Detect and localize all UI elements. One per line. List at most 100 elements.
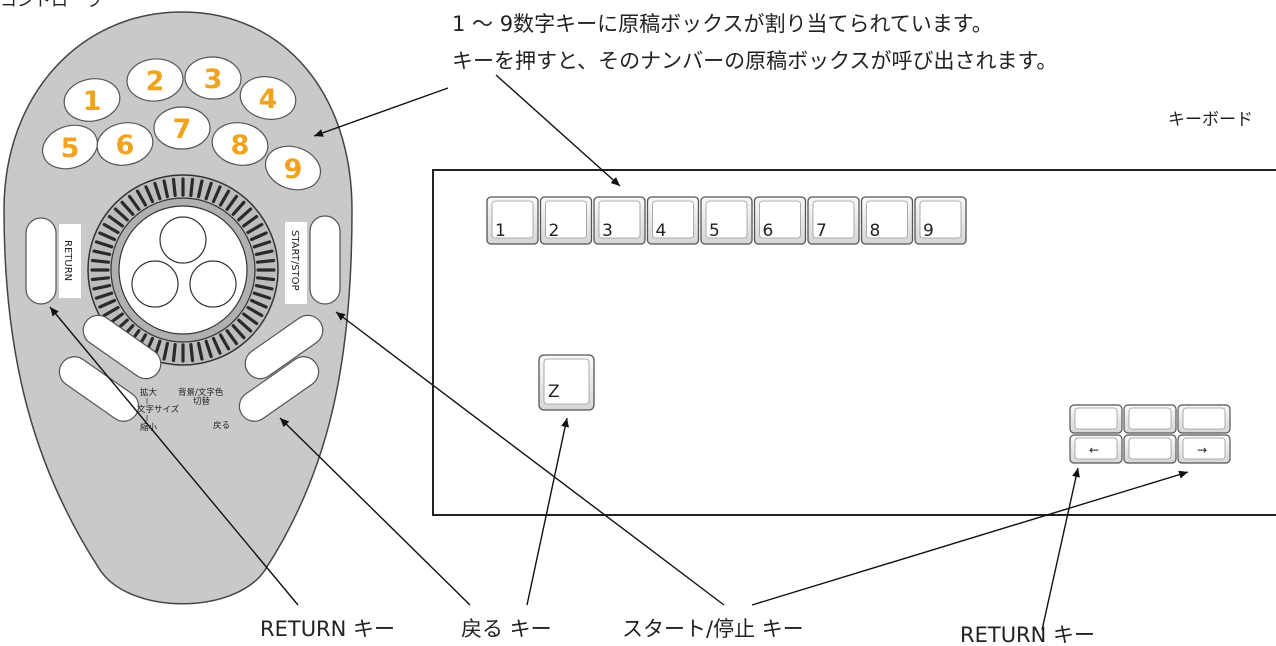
- color-switch-button[interactable]: [239, 309, 328, 384]
- dial-tick: [102, 305, 120, 318]
- controller-number-key-2[interactable]: 2: [125, 57, 184, 104]
- dial-tick: [90, 276, 111, 282]
- dial-tick: [196, 341, 204, 361]
- keyboard-number-key-9[interactable]: 9: [914, 196, 967, 245]
- key-face: [866, 200, 908, 239]
- return-side-label-box: [59, 224, 81, 298]
- keyboard-right-arrow-key[interactable]: →: [1177, 434, 1231, 464]
- number-key-oval: [63, 78, 121, 122]
- controller-number-key-1[interactable]: 1: [61, 74, 123, 125]
- keyboard-number-key-label: 8: [870, 221, 881, 241]
- arrow-desc-to-controller: [313, 87, 449, 137]
- label-back: 戻る: [213, 420, 230, 431]
- controller-number-key-8[interactable]: 8: [209, 118, 271, 169]
- keyboard-cluster-key-top-right[interactable]: [1177, 404, 1231, 434]
- controller-number-key-3[interactable]: 3: [184, 56, 242, 101]
- jog-dial-center-button-right[interactable]: [189, 260, 237, 308]
- number-key-oval: [264, 145, 322, 191]
- controller-number-label: 9: [284, 154, 303, 185]
- controller-number-key-7[interactable]: 7: [153, 106, 211, 150]
- number-key-oval: [126, 58, 184, 102]
- dial-tick: [225, 194, 239, 211]
- dial-tick: [135, 189, 148, 207]
- bottom-label-return-left: RETURN キー: [260, 617, 395, 641]
- keyboard-number-key-1[interactable]: 1: [486, 196, 539, 245]
- controller-number-label: 6: [116, 130, 135, 161]
- dial-tick: [92, 283, 112, 291]
- dial-tick: [254, 249, 274, 257]
- jog-dial-center-button-left[interactable]: [131, 260, 179, 308]
- controller-number-key-9[interactable]: 9: [260, 139, 326, 196]
- arrow-start-stop-to-keyboard: [751, 470, 1189, 606]
- dial-tick: [153, 181, 162, 201]
- key-face: [491, 200, 534, 239]
- keyboard-cluster-key-top-middle[interactable]: [1123, 404, 1177, 434]
- keyboard-number-key-3[interactable]: 3: [593, 196, 646, 245]
- keyboard-z-key[interactable]: Z: [538, 354, 595, 411]
- dial-tick: [246, 222, 264, 235]
- label-text-size: 文字サイズ: [137, 404, 180, 415]
- left-arrow-icon: ←: [1089, 443, 1099, 457]
- callout-arrows: [49, 74, 1189, 631]
- dial-tick: [231, 324, 246, 340]
- arrow-back-to-controller: [279, 417, 471, 606]
- controller-number-label: 4: [259, 84, 278, 115]
- number-key-oval: [211, 122, 269, 166]
- bottom-label-start-stop: スタート/停止 キー: [622, 617, 804, 641]
- dial-tick: [218, 333, 231, 351]
- keyboard-left-arrow-key[interactable]: ←: [1069, 434, 1123, 464]
- controller-number-key-5[interactable]: 5: [37, 118, 103, 175]
- dial-tick: [237, 207, 253, 222]
- controller-number-label: 8: [231, 130, 250, 161]
- dial-tick: [162, 179, 170, 199]
- keyboard-arrow-cluster: ← →: [1069, 404, 1231, 464]
- keyboard-number-key-label: 7: [816, 221, 827, 241]
- key-face: [705, 200, 748, 239]
- keyboard-down-key[interactable]: [1123, 434, 1177, 464]
- label-enlarge: 拡大: [140, 387, 158, 398]
- arrow-back-to-z-key: [526, 417, 570, 606]
- keyboard-number-key-label: 3: [602, 221, 613, 241]
- dial-tick: [90, 258, 111, 264]
- key-face: [759, 200, 801, 239]
- size-up-button[interactable]: [77, 309, 166, 384]
- keyboard-number-key-5[interactable]: 5: [700, 196, 753, 245]
- controller-number-key-4[interactable]: 4: [236, 72, 300, 125]
- keyboard-number-key-4[interactable]: 4: [646, 196, 700, 245]
- jog-dial-center-button-top[interactable]: [159, 216, 207, 264]
- dial-tick: [249, 231, 268, 242]
- keyboard-cluster-key-top-left[interactable]: [1069, 404, 1123, 434]
- number-key-oval: [239, 76, 297, 120]
- dial-tick: [94, 291, 114, 300]
- label-bg-text-color: 背景/文字色: [178, 387, 224, 398]
- controller-number-key-6[interactable]: 6: [94, 118, 156, 169]
- key-face: [919, 200, 962, 239]
- number-key-oval: [153, 106, 211, 150]
- key-face: [812, 200, 855, 239]
- controller-number-label: 7: [173, 114, 192, 145]
- back-button[interactable]: [234, 351, 325, 427]
- controller-number-label: 5: [61, 133, 80, 164]
- keyboard-number-key-2[interactable]: 2: [539, 196, 593, 245]
- keyboard-number-key-8[interactable]: 8: [860, 196, 914, 245]
- dial-tick: [196, 179, 204, 199]
- description-line-1: 1 ～ 9数字キーに原稿ボックスが割り当てられています。: [452, 12, 993, 36]
- dial-tick: [246, 305, 264, 318]
- number-key-oval: [96, 122, 154, 166]
- keyboard-number-key-7[interactable]: 7: [807, 196, 860, 245]
- start-stop-side-button[interactable]: [309, 215, 341, 305]
- dial-tick: [189, 342, 195, 363]
- keyboard-number-key-label: 9: [923, 221, 934, 241]
- dial-tick: [255, 258, 276, 264]
- return-side-button[interactable]: [25, 217, 57, 305]
- dial-tick: [171, 177, 177, 198]
- arrow-return-right-to-keyboard: [1041, 467, 1080, 631]
- keyboard-number-key-label: 2: [549, 221, 560, 241]
- bottom-label-back: 戻る キー: [461, 617, 552, 641]
- start-stop-side-label-box: [285, 222, 307, 304]
- keyboard-number-key-6[interactable]: 6: [753, 196, 807, 245]
- dial-tick: [120, 200, 135, 216]
